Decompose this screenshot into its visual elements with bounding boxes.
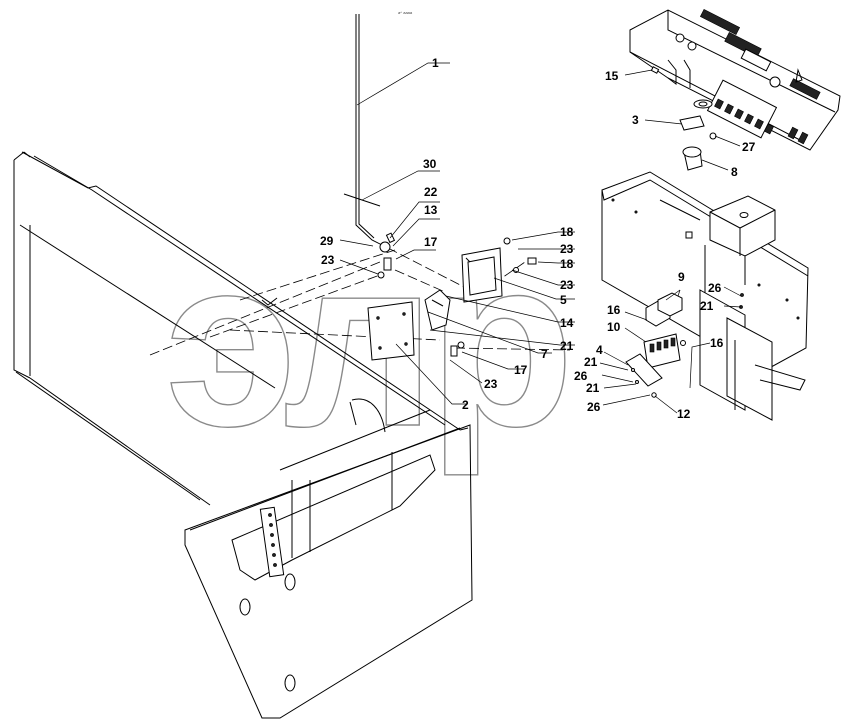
label-5: 5 (560, 293, 567, 307)
cable-part-1 (355, 14, 385, 247)
label-30: 30 (423, 157, 437, 171)
label-14: 14 (560, 316, 574, 330)
label-21: 21 (586, 381, 600, 395)
label-26: 26 (708, 281, 722, 295)
part-labels: 1 30 22 13 29 17 23 18 23 18 23 5 14 21 … (320, 56, 756, 421)
label-9: 9 (678, 270, 685, 284)
corner-mark: a^ aaaa (398, 10, 413, 15)
label-12: 12 (677, 407, 691, 421)
label-10: 10 (607, 320, 621, 334)
label-7: 7 (541, 347, 548, 361)
panel-fasteners (650, 66, 717, 171)
terminal-strip (643, 333, 686, 369)
mounting-plate (461, 247, 503, 303)
label-21: 21 (560, 339, 574, 353)
label-21: 21 (700, 299, 714, 313)
label-13: 13 (424, 203, 438, 217)
svg-text:элр: элр (165, 208, 567, 476)
label-18: 18 (560, 257, 574, 271)
label-26: 26 (574, 369, 588, 383)
label-16: 16 (710, 336, 724, 350)
label-22: 22 (424, 185, 438, 199)
label-17: 17 (424, 235, 438, 249)
label-23: 23 (560, 278, 574, 292)
label-17: 17 (514, 363, 528, 377)
label-18: 18 (560, 225, 574, 239)
label-21: 21 (584, 355, 598, 369)
label-3: 3 (632, 113, 639, 127)
label-23: 23 (484, 377, 498, 391)
label-4: 4 (596, 343, 603, 357)
label-29: 29 (320, 234, 334, 248)
leader-lines (339, 62, 742, 414)
terminal-block (367, 301, 415, 361)
label-1: 1 (432, 56, 439, 70)
label-23: 23 (560, 242, 574, 256)
label-2: 2 (462, 398, 469, 412)
label-15: 15 (605, 69, 619, 83)
control-panel (629, 8, 841, 151)
label-27: 27 (742, 140, 756, 154)
label-8: 8 (731, 165, 738, 179)
label-26: 26 (587, 400, 601, 414)
label-16: 16 (607, 303, 621, 317)
label-23: 23 (321, 253, 335, 267)
frame-beam (13, 151, 473, 719)
enclosure-box (601, 171, 809, 421)
bracket (424, 289, 451, 331)
